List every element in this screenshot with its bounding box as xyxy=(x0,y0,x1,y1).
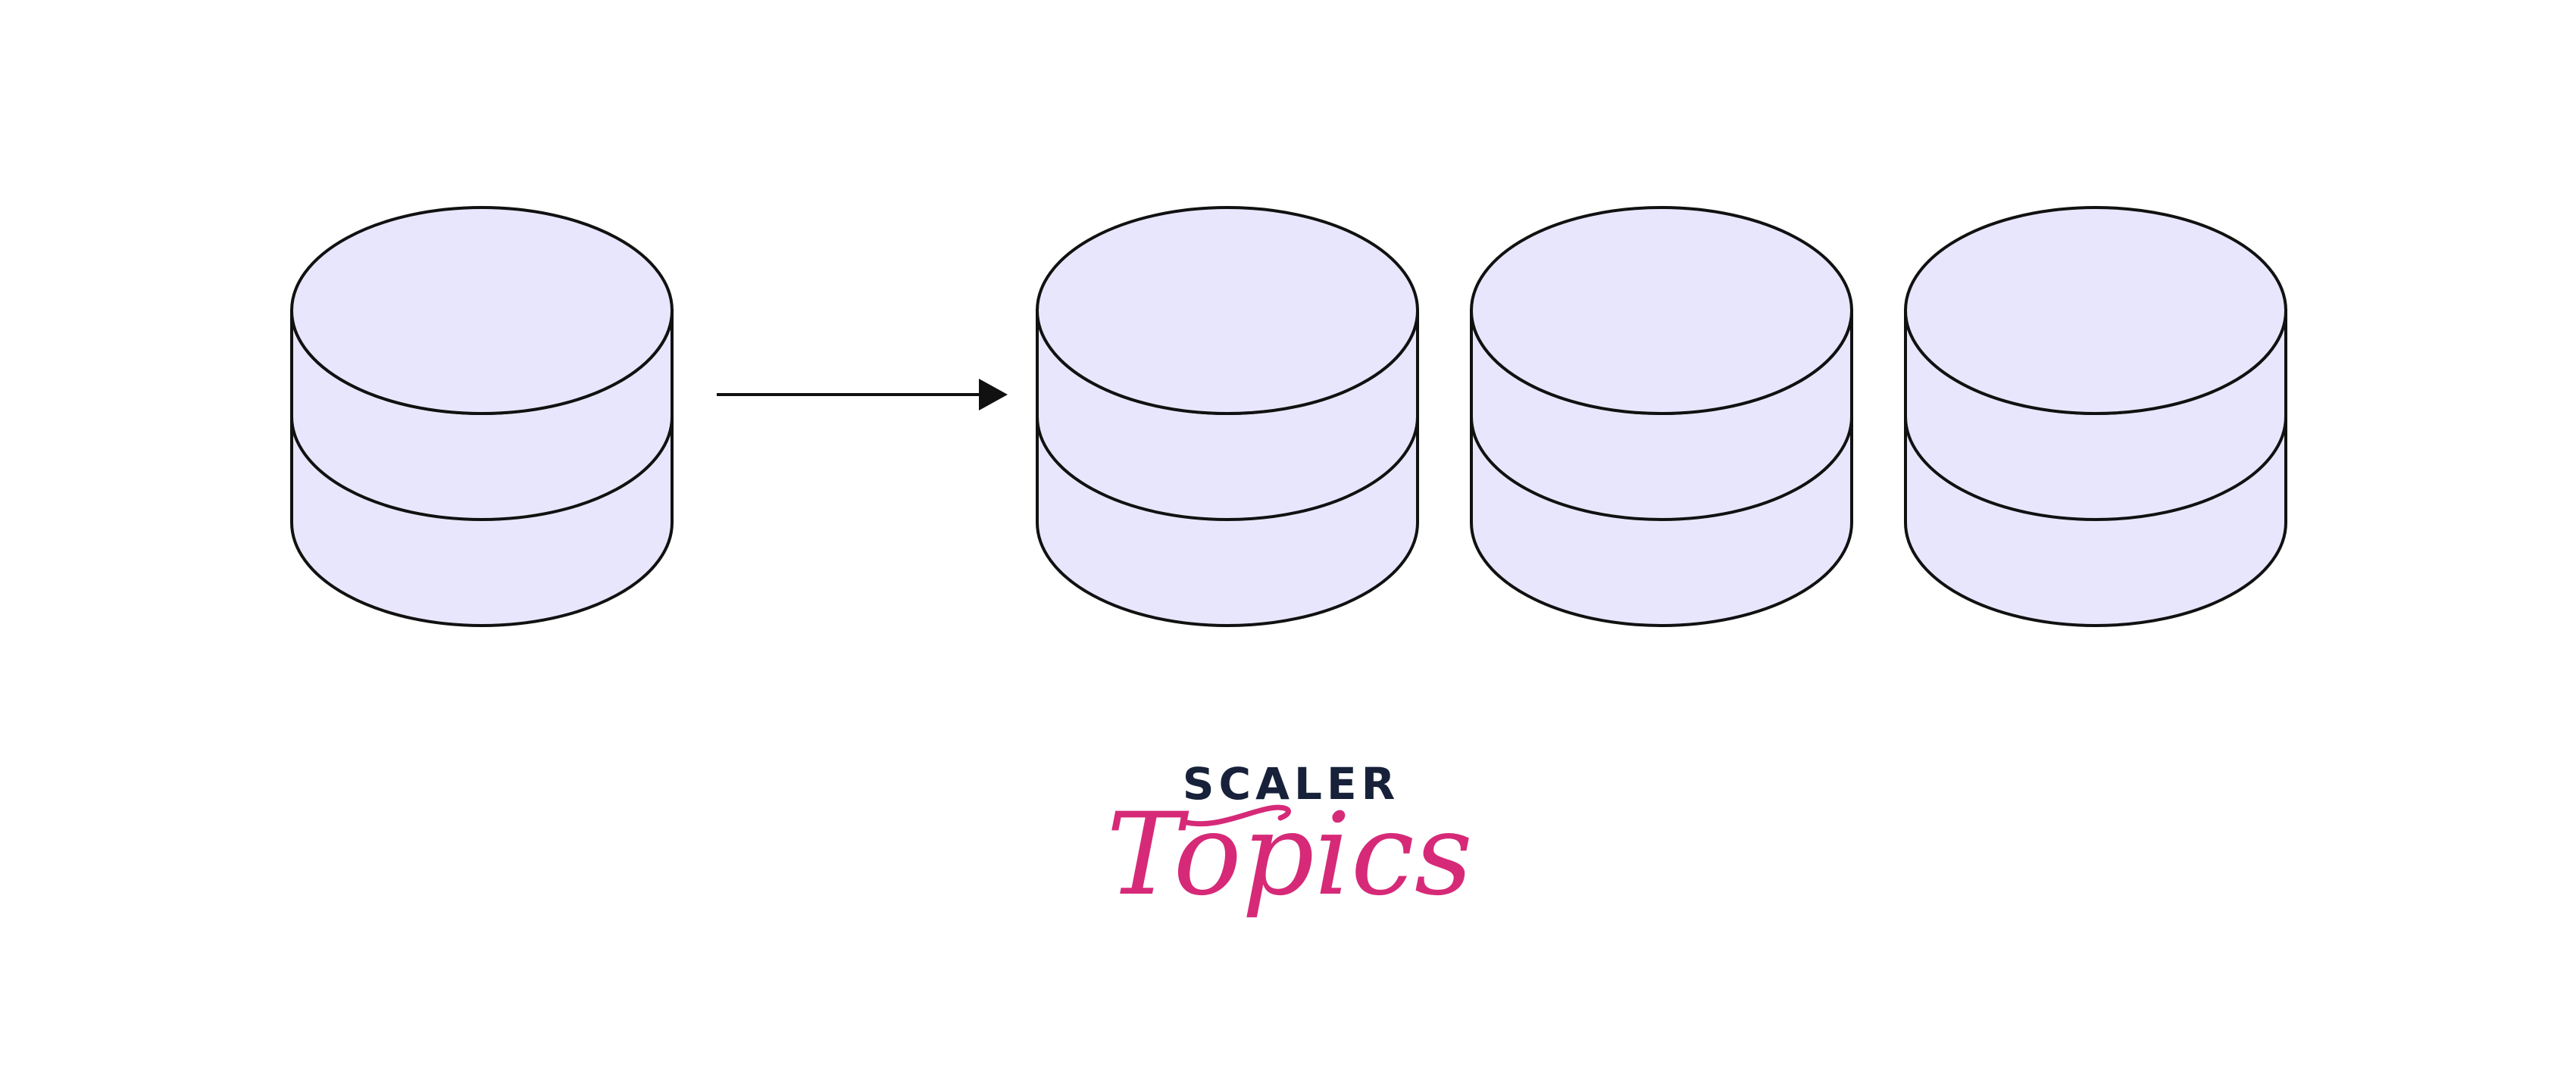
database-icon xyxy=(1036,206,1419,627)
logo-swash xyxy=(1180,804,1291,827)
scaler-topics-logo: SCALER Topics xyxy=(1106,758,1473,921)
logo-subtitle: Topics xyxy=(1106,789,1473,921)
database-icon xyxy=(290,206,674,627)
target-databases xyxy=(1036,206,2287,627)
source-database xyxy=(290,206,674,627)
arrow-right-icon xyxy=(717,379,1008,410)
database-icon xyxy=(1470,206,1853,627)
logo-title: SCALER xyxy=(1183,758,1399,810)
database-icon xyxy=(1904,206,2287,627)
